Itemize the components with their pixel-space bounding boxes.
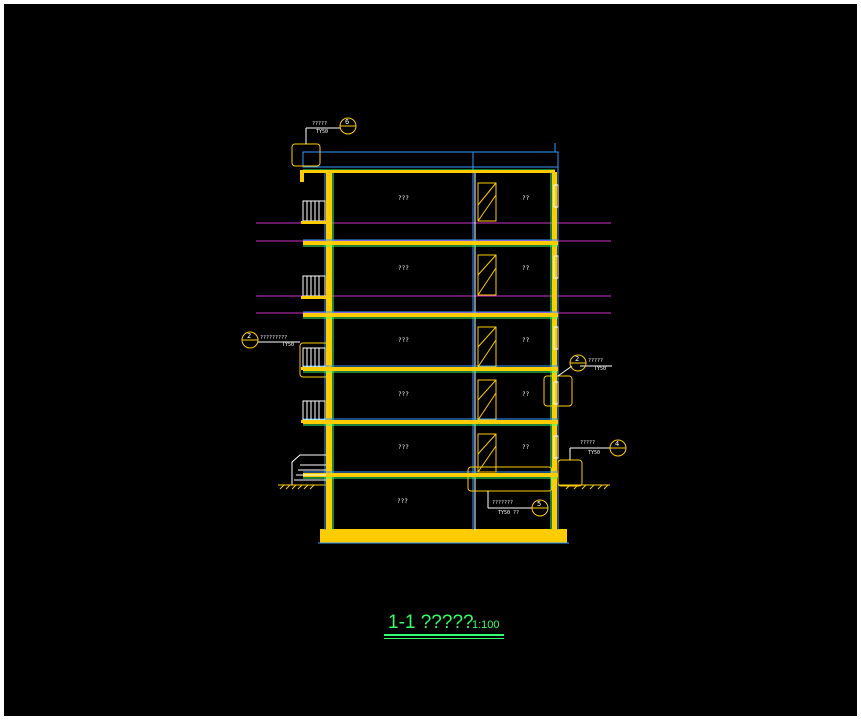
floor-slabs [303,239,558,479]
room-label: ??? [398,444,409,451]
title-underline [384,634,504,636]
drawing-frame [4,4,857,716]
callout-sub: TY50 [588,450,600,456]
drawing-title: 1-1 ????? [388,612,474,633]
callout-text: ????? [580,440,595,446]
balcony-slabs [300,170,326,423]
detail-callout: 5 ??????? TY50 ?? [467,466,553,517]
room-label: ??? [398,265,409,272]
detail-callout: 6 ????? TY50 [291,117,357,167]
room-label: ?? [522,391,530,398]
exterior-walls [324,152,559,530]
room-label: ?? [522,444,530,451]
windows-right [553,184,559,459]
room-labels-left: ??? ??? ??? ??? ??? ??? [397,195,409,505]
detail-callout: 2 ????? TY50 [543,354,612,407]
callout-sub: TY50 [316,129,328,135]
detail-callout: 2 ????????? TY50 [241,331,331,378]
ground-line-left [278,484,328,490]
callout-number: 6 [345,118,349,126]
room-label: ??? [398,195,409,202]
callout-text: ????? [312,121,327,127]
callout-number: 2 [575,355,579,363]
callout-text: ??????? [492,500,513,506]
callout-sub: TY50 [282,342,294,348]
callout-number: 5 [537,500,541,508]
callout-number: 2 [247,332,251,340]
doors [477,182,497,473]
foundation [318,529,569,544]
callout-text: ????? [588,358,603,364]
drawing-scale: 1:100 [472,619,500,631]
room-labels-right: ?? ?? ?? ?? ?? [522,195,530,451]
ground-line-right [558,484,610,490]
room-label: ??? [398,391,409,398]
roof [302,143,559,173]
room-label: ??? [397,498,408,505]
room-label: ?? [522,337,530,344]
drawing-title-block: 1-1 ????? 1:100 [380,606,520,646]
callout-number: 4 [615,440,619,448]
title-underline-thin [384,638,504,639]
callout-sub: TY50 ?? [498,510,519,516]
room-label: ??? [398,337,409,344]
room-label: ?? [522,265,530,272]
room-label: ?? [522,195,530,202]
detail-callout: 4 ????? TY50 [557,439,627,487]
callout-sub: TY50 [594,366,606,372]
callout-text: ????????? [260,335,287,341]
